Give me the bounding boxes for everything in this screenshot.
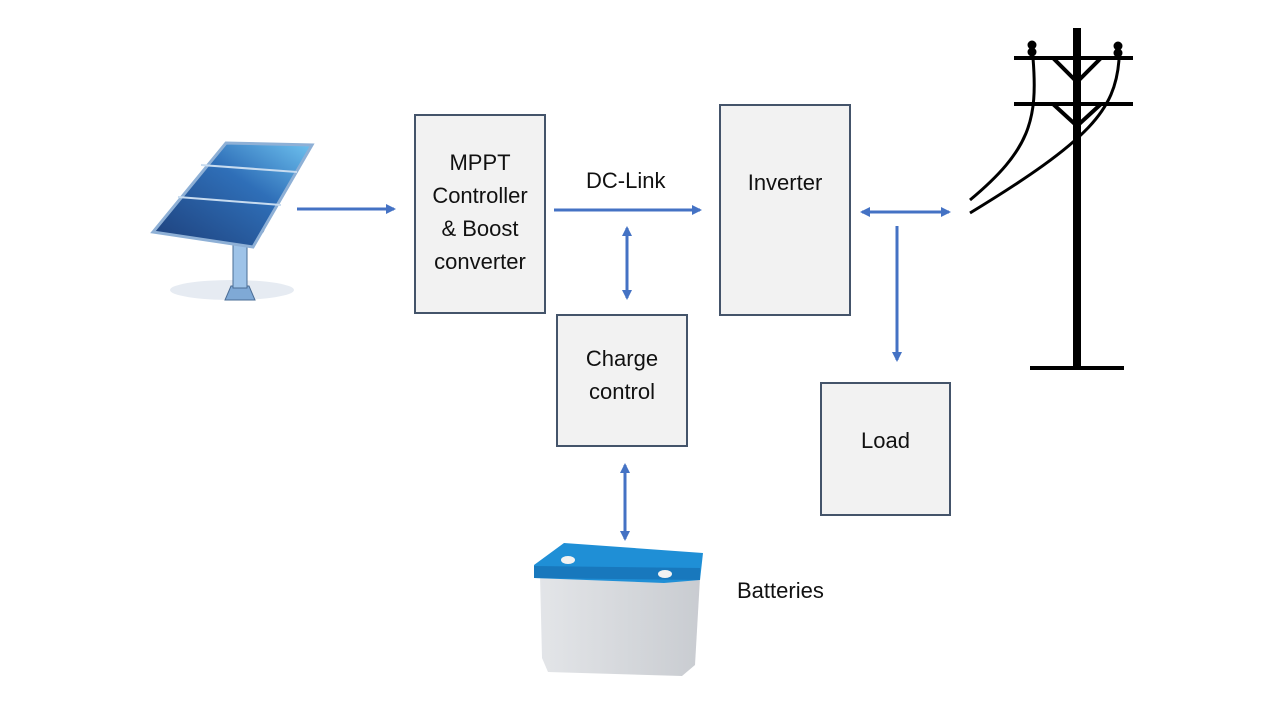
arrows	[297, 204, 951, 541]
utility-pole-icon	[969, 28, 1133, 370]
load-label: Load	[861, 428, 910, 453]
solar-panel-icon	[150, 141, 315, 301]
mppt-line-2: Controller	[432, 183, 528, 208]
charge-control-line-2: control	[588, 379, 656, 404]
mppt-controller-box: MPPT Controller & Boost converter	[414, 114, 546, 314]
charge-control-line-1: Charge	[585, 346, 659, 371]
load-box: Load	[820, 382, 951, 516]
mppt-line-3: & Boost	[441, 216, 519, 241]
battery-icon	[534, 543, 703, 676]
inverter-label: Inverter	[747, 170, 823, 195]
dc-link-label: DC-Link	[586, 168, 666, 193]
mppt-line-1: MPPT	[449, 150, 511, 175]
inverter-box: Inverter	[719, 104, 851, 316]
mppt-line-4: converter	[434, 249, 526, 274]
charge-control-box: Charge control	[556, 314, 688, 447]
batteries-label: Batteries	[737, 578, 824, 603]
